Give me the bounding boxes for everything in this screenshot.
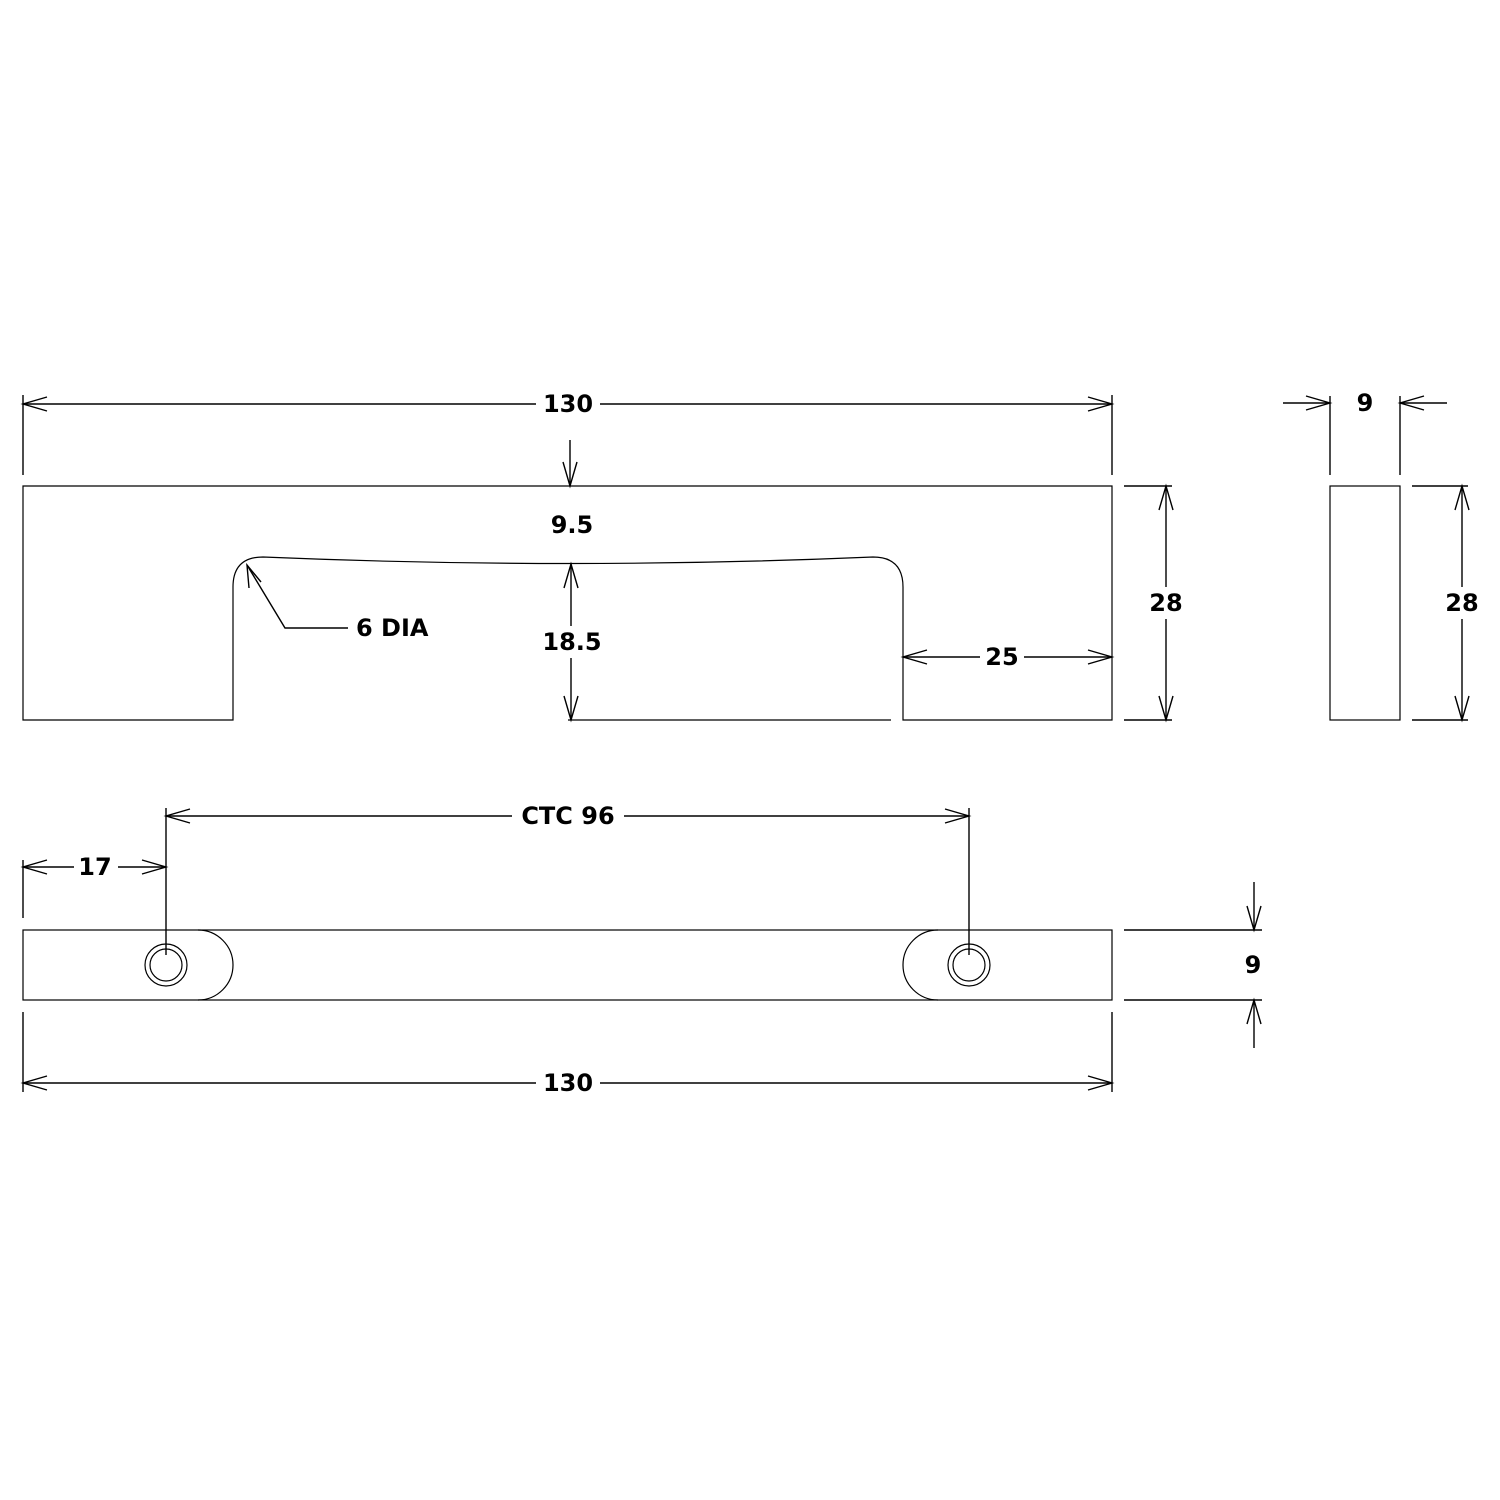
dim-side-height-label: 28 [1445,589,1478,617]
dim-front-width-label: 130 [543,390,593,418]
dim-side-width-label: 9 [1357,389,1374,417]
dim-front-width: 130 [20,388,1115,475]
dim-end-width: 25 [900,641,1115,673]
dim-edge-offset: 17 [20,851,169,918]
bottom-view-outline [22,929,1113,1001]
dim-hole-dia: 6 DIA [246,562,429,642]
dim-end-width-label: 25 [985,643,1018,671]
dim-top-depth-label: 9.5 [551,511,594,539]
bottom-view [22,929,1113,1001]
dim-cut-depth: 18.5 [540,561,604,723]
dim-ctc-label: CTC 96 [521,802,614,830]
dim-edge-offset-label: 17 [78,853,111,881]
dim-front-height: 28 [1124,483,1188,723]
dim-side-height: 28 [1412,483,1484,723]
dim-cut-depth-label: 18.5 [542,628,601,656]
right-counterbore-arc [902,929,939,1001]
dim-hole-dia-label: 6 DIA [356,614,429,642]
dim-ctc: CTC 96 [163,800,972,955]
dim-bottom-thickness: 9 [1124,882,1262,1048]
dim-bottom-thickness-label: 9 [1245,951,1262,979]
dim-top-depth: 9.5 [551,440,594,539]
dim-front-height-label: 28 [1149,589,1182,617]
left-counterbore-arc [197,929,234,1001]
dim-bottom-width-label: 130 [543,1069,593,1097]
side-view [1329,485,1401,721]
dim-side-width: 9 [1283,389,1447,475]
front-view-outline [22,485,1113,721]
side-view-outline [1329,485,1401,721]
front-view [22,485,1113,721]
dim-bottom-width: 130 [20,1012,1115,1099]
